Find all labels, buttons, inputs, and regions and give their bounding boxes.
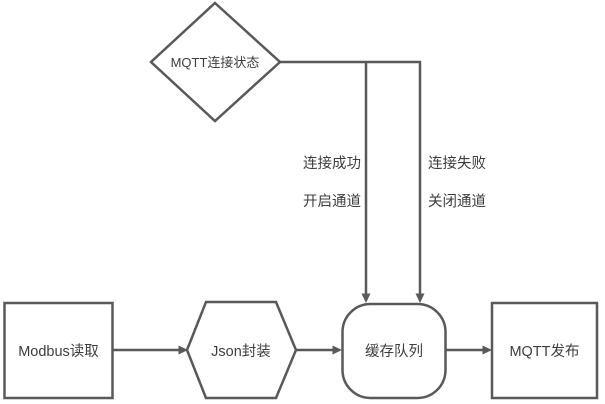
edge-success-label-line1: 连接成功 bbox=[303, 155, 361, 172]
edge-failure-label: 连接失败 关闭通道 bbox=[428, 155, 486, 210]
node-decision: MQTT连接状态 bbox=[149, 1, 282, 123]
edge-success-arrowhead-icon bbox=[361, 293, 371, 303]
edge-failure-line bbox=[280, 60, 422, 295]
modbus-rect-shape bbox=[3, 301, 114, 400]
node-modbus: Modbus读取 bbox=[3, 301, 114, 400]
queue-label: 缓存队列 bbox=[365, 343, 423, 360]
edge-queue-to-publish-arrowhead-icon bbox=[482, 345, 492, 355]
edge-success-label-line2: 开启通道 bbox=[303, 193, 361, 210]
queue-rounded-rect-shape bbox=[341, 302, 447, 400]
edge-success-label: 连接成功 开启通道 bbox=[303, 155, 361, 210]
json-label: Json封装 bbox=[211, 343, 271, 360]
node-publish: MQTT发布 bbox=[490, 301, 599, 400]
json-hexagon-shape bbox=[185, 300, 298, 400]
edge-failure-label-line1: 连接失败 bbox=[428, 155, 486, 172]
edge-modbus-to-json-arrowhead-icon bbox=[178, 345, 188, 355]
node-queue: 缓存队列 bbox=[341, 302, 447, 400]
publish-label: MQTT发布 bbox=[509, 343, 579, 360]
publish-rect-shape bbox=[490, 301, 599, 400]
decision-diamond-shape bbox=[149, 1, 282, 123]
edge-json-to-queue-arrowhead-icon bbox=[332, 345, 342, 355]
edge-failure-label-line2: 关闭通道 bbox=[428, 193, 486, 210]
edge-failure-arrowhead-icon bbox=[415, 293, 425, 303]
decision-label: MQTT连接状态 bbox=[171, 55, 260, 70]
modbus-label: Modbus读取 bbox=[18, 343, 99, 360]
node-json: Json封装 bbox=[185, 300, 298, 400]
